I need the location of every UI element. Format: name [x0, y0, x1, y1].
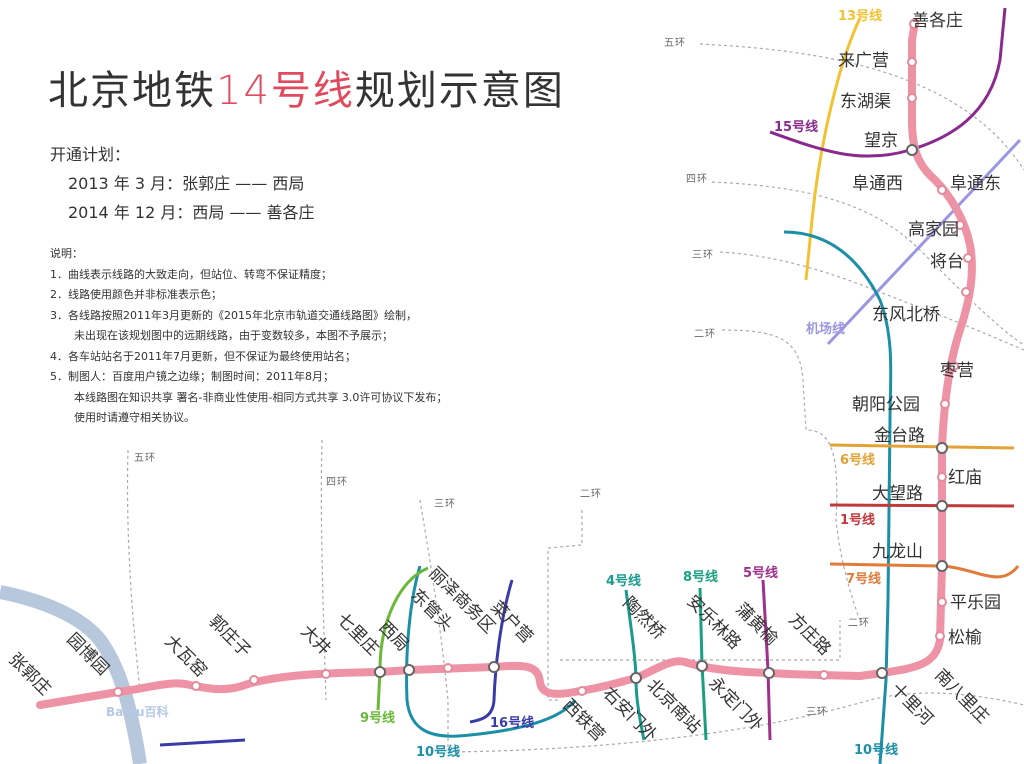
ring-5-north — [699, 43, 1024, 171]
note-item: 1．曲线表示线路的大致走向，但站位、转弯不保证精度； — [50, 267, 332, 281]
line-label-15: 15号线 — [774, 119, 818, 135]
line-label-9: 9号线 — [360, 710, 395, 726]
station-anlelinlu: 安乐林路 — [682, 591, 744, 653]
station-nanbalizhuang: 南八里庄 — [930, 665, 992, 727]
ring-label-2-west: 二环 — [580, 489, 602, 500]
line-label-1: 1号线 — [840, 512, 875, 528]
ring-label-3-south: 三环 — [806, 707, 828, 718]
note-item: 本线路图在知识共享 署名-非商业性使用-相同方式共享 3.0许可协议下发布； — [74, 390, 448, 404]
ring-4-north — [711, 181, 1024, 346]
station-futongdong: 阜通东 — [950, 174, 1001, 194]
ring-2-inner — [547, 510, 583, 701]
station-chaoyang-park: 朝阳公园 — [852, 395, 920, 415]
line-6 — [829, 443, 1015, 450]
station-dongfengbeiqiao: 东风北桥 — [872, 305, 940, 325]
ring-label-4-west: 四环 — [326, 477, 348, 488]
ring-label-4-north: 四环 — [686, 174, 708, 185]
ring-5-west — [126, 449, 141, 691]
line-1 — [829, 503, 1015, 508]
line-airport — [826, 138, 1022, 346]
station-dawayao: 大瓦窑 — [160, 631, 210, 681]
station-xitieying: 西铁营 — [558, 695, 608, 745]
station-dots — [113, 19, 973, 697]
line-label-16: 16号线 — [490, 715, 534, 731]
station-taoranqiao: 陶然桥 — [618, 593, 668, 643]
note-item: 4．各车站站名于2011年7月更新，但不保证为最终使用站名； — [50, 349, 356, 363]
line-13 — [804, 17, 862, 281]
ring-4-west — [320, 439, 327, 701]
page-title: 北京地铁14号线规划示意图 — [48, 58, 565, 116]
notes-heading: 说明： — [50, 247, 83, 260]
ring-label-2-north: 二环 — [694, 329, 716, 340]
ring-label-3-north: 三环 — [692, 250, 714, 261]
station-shangezhuang: 善各庄 — [912, 11, 963, 31]
opening-plan: 开通计划： 2013 年 3 月：张郭庄 —— 西局 2014 年 12 月：西… — [50, 140, 315, 227]
station-qilizhuang: 七里庄 — [332, 609, 382, 659]
line-label-8: 8号线 — [683, 569, 718, 585]
line-label-10-east: 10号线 — [854, 742, 898, 758]
ring-3-north — [719, 251, 1024, 351]
line-label-5: 5号线 — [743, 565, 778, 581]
note-item: 2．线路使用颜色并非标准表示色； — [50, 288, 222, 301]
station-fangzhuanglu: 方庄路 — [784, 609, 834, 659]
river-yongding — [0, 585, 147, 764]
plan-heading: 开通计划： — [50, 145, 131, 164]
station-hongmiao: 红庙 — [948, 468, 982, 488]
station-yongdingmenwai: 永定门外 — [704, 673, 766, 735]
line-label-7: 7号线 — [846, 571, 881, 587]
note-item: 5．制图人：百度用户镜之边缘；制图时间：2011年8月； — [50, 370, 334, 383]
line-9 — [376, 566, 429, 711]
ring-label-3-west: 三环 — [434, 499, 456, 510]
ring-label-2-east: 二环 — [848, 618, 870, 629]
note-item: 使用时请遵守相关协议。 — [74, 411, 195, 424]
station-jiangtai: 将台 — [930, 252, 964, 272]
line-label-10-west: 10号线 — [416, 744, 460, 760]
title-prefix: 北京地铁 — [48, 68, 216, 114]
station-futongxi: 阜通西 — [852, 174, 903, 194]
station-zhangguozhuang: 张郭庄 — [4, 649, 54, 699]
station-songyu: 松榆 — [948, 628, 982, 648]
ring-3-west — [419, 499, 449, 750]
line-16 — [469, 579, 514, 724]
station-dajing: 大井 — [296, 621, 334, 659]
title-highlight: 14号线 — [216, 68, 355, 114]
station-shilihe: 十里河 — [886, 679, 936, 729]
line-label-6: 6号线 — [840, 452, 875, 468]
line-16-sw — [159, 738, 246, 747]
station-laiguangying: 来广营 — [838, 51, 889, 71]
station-gaojiayuan: 高家园 — [908, 220, 959, 240]
station-wangjing: 望京 — [864, 131, 898, 151]
station-donghuqu: 东湖渠 — [840, 92, 891, 112]
station-jiulongshan: 九龙山 — [872, 542, 923, 562]
title-suffix: 规划示意图 — [354, 68, 565, 114]
line-label-4: 4号线 — [606, 573, 641, 589]
line-label-airport: 机场线 — [806, 321, 845, 337]
ring-label-5-north: 五环 — [664, 38, 686, 49]
note-item: 3．各线路按照2011年3月更新的《2015年北京市轨道交通线路图》绘制， — [50, 308, 417, 322]
station-guozhuangzi: 郭庄子 — [204, 611, 254, 661]
plan-row-2: 2014 年 12 月：西局 —— 善各庄 — [68, 203, 315, 222]
plan-row-1: 2013 年 3 月：张郭庄 —— 西局 — [68, 174, 305, 193]
line-14 — [36, 18, 976, 709]
note-item: 未出现在该规划图中的远期线路，由于变数较多，本图不予展示； — [74, 329, 393, 342]
line-10-west — [405, 565, 577, 738]
station-zaoying: 枣营 — [940, 361, 974, 381]
station-dawanglu: 大望路 — [872, 484, 923, 504]
notes: 说明： 1．曲线表示线路的大致走向，但站位、转弯不保证精度； 2．线路使用颜色并… — [50, 244, 447, 429]
line-10-north — [783, 230, 893, 764]
station-pingleyuan: 平乐园 — [950, 593, 1001, 613]
ring-label-5-west: 五环 — [134, 453, 156, 464]
ring-2-south — [560, 620, 841, 661]
baidu-watermark: Baidu百科 — [106, 705, 169, 719]
line-label-13: 13号线 — [838, 8, 882, 24]
station-jintailu: 金台路 — [874, 426, 925, 446]
